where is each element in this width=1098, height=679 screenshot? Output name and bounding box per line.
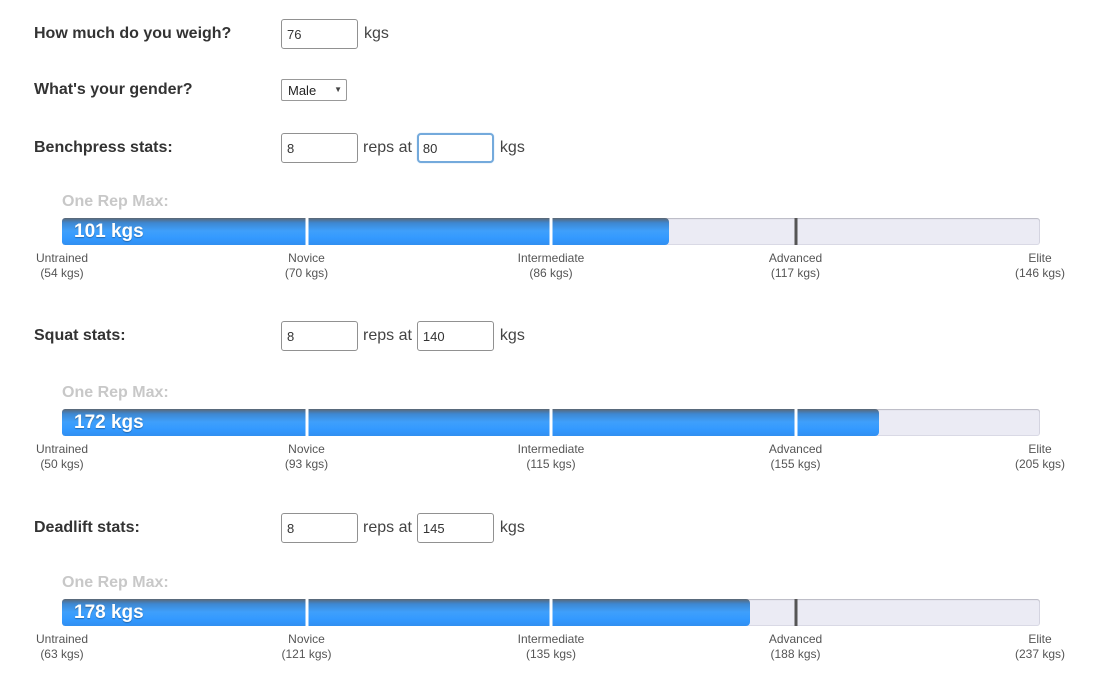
squat-orm-block: One Rep Max: 172 kgs Untrained (50 kgs) … xyxy=(36,384,1065,474)
benchpress-tick-intermediate xyxy=(549,218,553,245)
tier-elite: Elite (146 kgs) xyxy=(1015,251,1065,281)
deadlift-unit-label: kgs xyxy=(499,519,525,536)
squat-tier-labels: Untrained (50 kgs) Novice (93 kgs) Inter… xyxy=(36,442,1065,474)
deadlift-weight-input[interactable] xyxy=(416,513,494,543)
deadlift-reps-input[interactable] xyxy=(281,513,358,543)
tier-name: Novice xyxy=(288,251,325,265)
benchpress-stats-row: Benchpress stats: reps at kgs xyxy=(34,133,1098,163)
squat-weight-input[interactable] xyxy=(416,321,494,351)
tier-elite: Elite (205 kgs) xyxy=(1015,442,1065,472)
tier-threshold: (135 kgs) xyxy=(525,647,577,661)
tier-name: Intermediate xyxy=(517,632,585,646)
deadlift-orm-bar-fill: 178 kgs xyxy=(62,599,750,626)
squat-tick-advanced xyxy=(794,409,797,436)
gender-question-label: What's your gender? xyxy=(34,81,193,98)
tier-threshold: (50 kgs) xyxy=(40,457,84,471)
deadlift-tick-novice xyxy=(305,599,308,626)
squat-reps-input[interactable] xyxy=(281,321,358,351)
tier-name: Intermediate xyxy=(517,442,585,456)
tier-advanced: Advanced (155 kgs) xyxy=(769,442,822,472)
benchpress-orm-bar-fill: 101 kgs xyxy=(62,218,670,245)
tier-name: Novice xyxy=(288,442,325,456)
benchpress-tick-novice xyxy=(305,218,308,245)
tier-threshold: (86 kgs) xyxy=(529,266,573,280)
tier-threshold: (155 kgs) xyxy=(770,457,821,471)
deadlift-reps-at-label: reps at xyxy=(363,519,412,536)
tier-name: Elite xyxy=(1028,442,1052,456)
tier-name: Elite xyxy=(1028,632,1052,646)
tier-threshold: (93 kgs) xyxy=(284,457,329,471)
deadlift-stats-label: Deadlift stats: xyxy=(34,519,140,536)
tier-advanced: Advanced (188 kgs) xyxy=(769,632,822,662)
bodyweight-unit-label: kgs xyxy=(364,25,389,42)
benchpress-tier-labels: Untrained (54 kgs) Novice (70 kgs) Inter… xyxy=(36,251,1065,283)
benchpress-tick-advanced xyxy=(794,218,797,245)
gender-selected-value: Male xyxy=(288,82,317,98)
tier-threshold: (237 kgs) xyxy=(1014,647,1066,661)
weight-question-row: How much do you weigh? kgs xyxy=(34,19,1098,49)
tier-threshold: (70 kgs) xyxy=(284,266,329,280)
benchpress-stats-label: Benchpress stats: xyxy=(34,139,173,156)
tier-novice: Novice (93 kgs) xyxy=(285,442,328,472)
tier-name: Untrained xyxy=(35,251,89,265)
benchpress-reps-input[interactable] xyxy=(281,133,358,163)
tier-name: Elite xyxy=(1028,251,1052,265)
squat-stats-label: Squat stats: xyxy=(34,327,126,344)
benchpress-orm-bar: 101 kgs xyxy=(62,218,1040,245)
tier-name: Advanced xyxy=(768,442,823,456)
bodyweight-input[interactable] xyxy=(281,19,358,49)
gender-question-row: What's your gender? Male ▼ xyxy=(34,75,1098,105)
squat-orm-value: 172 kgs xyxy=(74,412,144,433)
tier-untrained: Untrained (50 kgs) xyxy=(36,442,88,472)
tier-name: Intermediate xyxy=(517,251,585,265)
tier-threshold: (121 kgs) xyxy=(281,647,332,661)
tier-threshold: (188 kgs) xyxy=(770,647,821,661)
squat-unit-label: kgs xyxy=(499,327,525,344)
tier-novice: Novice (70 kgs) xyxy=(285,251,328,281)
benchpress-one-rep-max-label: One Rep Max: xyxy=(62,193,169,210)
benchpress-orm-block: One Rep Max: 101 kgs Untrained (54 kgs) … xyxy=(36,193,1065,283)
deadlift-tick-advanced xyxy=(794,599,797,626)
tier-intermediate: Intermediate (86 kgs) xyxy=(518,251,585,281)
tier-advanced: Advanced (117 kgs) xyxy=(769,251,822,281)
squat-orm-bar-fill: 172 kgs xyxy=(62,409,879,436)
tier-threshold: (146 kgs) xyxy=(1014,266,1066,280)
tier-threshold: (63 kgs) xyxy=(40,647,84,661)
tier-untrained: Untrained (63 kgs) xyxy=(36,632,88,662)
tier-elite: Elite (237 kgs) xyxy=(1015,632,1065,662)
squat-tick-novice xyxy=(305,409,308,436)
deadlift-one-rep-max-label: One Rep Max: xyxy=(62,574,169,591)
benchpress-weight-input[interactable] xyxy=(416,133,494,163)
tier-name: Untrained xyxy=(35,632,89,646)
deadlift-tier-labels: Untrained (63 kgs) Novice (121 kgs) Inte… xyxy=(36,632,1065,664)
squat-stats-row: Squat stats: reps at kgs xyxy=(34,321,1098,351)
deadlift-tick-intermediate xyxy=(549,599,553,626)
tier-name: Advanced xyxy=(768,632,823,646)
benchpress-orm-value: 101 kgs xyxy=(74,221,144,242)
squat-one-rep-max-label: One Rep Max: xyxy=(62,384,169,401)
benchpress-reps-at-label: reps at xyxy=(363,139,412,156)
squat-tick-intermediate xyxy=(549,409,553,436)
benchpress-unit-label: kgs xyxy=(499,139,525,156)
tier-intermediate: Intermediate (135 kgs) xyxy=(518,632,585,662)
deadlift-orm-block: One Rep Max: 178 kgs Untrained (63 kgs) … xyxy=(36,574,1065,664)
tier-name: Advanced xyxy=(768,251,823,265)
tier-threshold: (54 kgs) xyxy=(40,266,84,280)
deadlift-orm-bar: 178 kgs xyxy=(62,599,1040,626)
tier-name: Untrained xyxy=(35,442,89,456)
tier-threshold: (117 kgs) xyxy=(770,266,821,280)
tier-novice: Novice (121 kgs) xyxy=(281,632,331,662)
deadlift-orm-value: 178 kgs xyxy=(74,602,144,623)
deadlift-stats-row: Deadlift stats: reps at kgs xyxy=(34,513,1098,543)
tier-threshold: (115 kgs) xyxy=(526,457,576,471)
squat-orm-bar: 172 kgs xyxy=(62,409,1040,436)
squat-reps-at-label: reps at xyxy=(363,327,412,344)
tier-intermediate: Intermediate (115 kgs) xyxy=(518,442,585,472)
tier-name: Novice xyxy=(288,632,325,646)
gender-select[interactable]: Male ▼ xyxy=(281,79,347,101)
weight-question-label: How much do you weigh? xyxy=(34,25,232,42)
tier-threshold: (205 kgs) xyxy=(1014,457,1066,471)
tier-untrained: Untrained (54 kgs) xyxy=(36,251,88,281)
chevron-down-icon: ▼ xyxy=(334,85,342,94)
